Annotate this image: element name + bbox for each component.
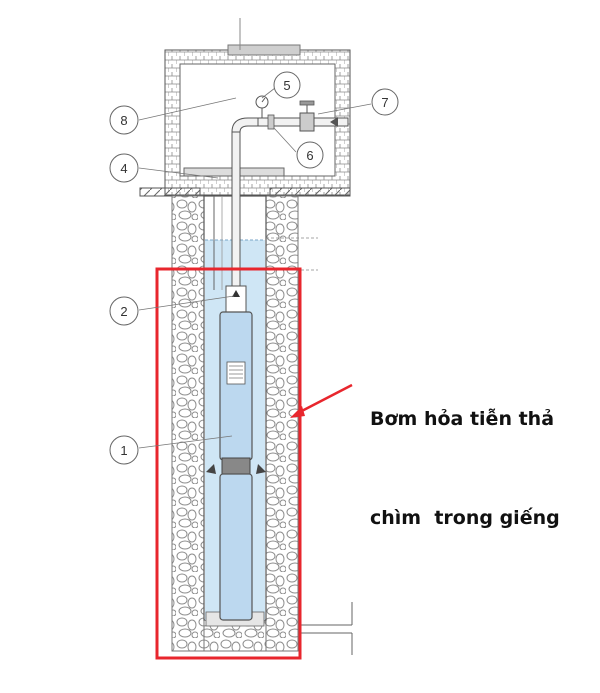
callout-leaders — [138, 87, 372, 449]
intake-arrow-right — [256, 464, 266, 474]
pump-outlet — [225, 285, 247, 313]
flow-arrow — [330, 117, 338, 127]
pump-intake — [221, 457, 251, 475]
callout-4-label: 4 — [120, 161, 127, 176]
callout-1: 1 — [109, 435, 139, 465]
highlight-box — [155, 267, 302, 660]
callout-8-label: 8 — [120, 113, 127, 128]
callout-2: 2 — [109, 296, 139, 326]
highlight-arrow — [295, 383, 353, 416]
gravel-walls — [171, 195, 299, 652]
caption-line-2: chìm trong giếng — [370, 507, 560, 529]
callout-5-label: 5 — [283, 78, 290, 93]
callout-2-label: 2 — [120, 304, 127, 319]
callout-8: 8 — [109, 105, 139, 135]
intake-arrow-left — [206, 464, 216, 474]
submersible-pump — [206, 285, 266, 621]
callout-6: 6 — [296, 141, 324, 169]
check-valve — [267, 114, 275, 130]
discharge-piping — [213, 95, 349, 291]
callout-4: 4 — [109, 153, 139, 183]
caption-line-1: Bơm hỏa tiễn thả — [370, 408, 555, 430]
callout-1-label: 1 — [120, 443, 127, 458]
callout-5: 5 — [273, 71, 301, 99]
callout-6-label: 6 — [306, 148, 313, 163]
pump-nameplate — [226, 361, 246, 385]
callout-7: 7 — [371, 88, 399, 116]
pump-motor — [219, 473, 253, 621]
pump-body — [219, 311, 253, 461]
callout-7-label: 7 — [381, 95, 388, 110]
riser-pipe — [231, 131, 241, 291]
roof-hatch — [227, 44, 301, 56]
pump-caption: Bơm hỏa tiễn thả chìm trong giếng — [370, 337, 595, 568]
gate-valve — [299, 112, 315, 132]
